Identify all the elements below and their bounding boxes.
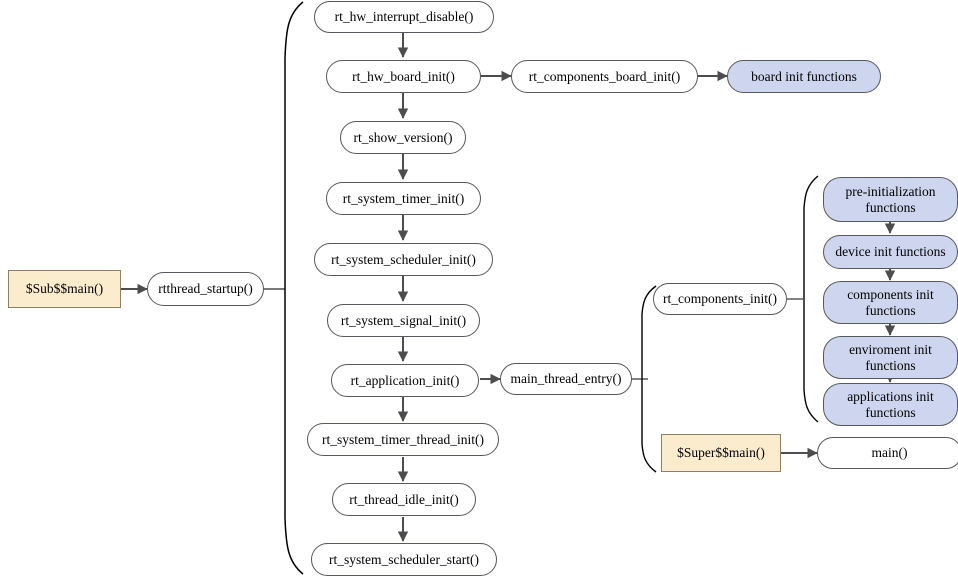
node-device-init-functions[interactable]: device init functions — [823, 235, 958, 269]
node-applications-init-functions[interactable]: applications init functions — [823, 383, 958, 426]
node-super-main[interactable]: $Super$$main() — [661, 434, 781, 472]
node-rt-hw-board-init[interactable]: rt_hw_board_init() — [326, 60, 481, 93]
node-rt-show-version[interactable]: rt_show_version() — [340, 121, 466, 154]
middle-brace — [641, 285, 657, 473]
node-rt-components-board-init[interactable]: rt_components_board_init() — [511, 60, 698, 93]
node-rt-thread-idle-init[interactable]: rt_thread_idle_init() — [332, 483, 476, 516]
node-board-init-functions[interactable]: board init functions — [727, 60, 881, 93]
node-rt-system-scheduler-start[interactable]: rt_system_scheduler_start() — [311, 543, 497, 576]
node-components-init-functions[interactable]: components init functions — [823, 281, 958, 324]
node-main[interactable]: main() — [817, 437, 958, 469]
node-enviroment-init-functions[interactable]: enviroment init functions — [823, 336, 958, 379]
node-rt-application-init[interactable]: rt_application_init() — [331, 364, 479, 397]
node-rtthread-startup[interactable]: rtthread_startup() — [147, 272, 264, 306]
node-rt-hw-interrupt-disable[interactable]: rt_hw_interrupt_disable() — [314, 1, 494, 33]
node-main-thread-entry[interactable]: main_thread_entry() — [500, 363, 632, 395]
node-rt-system-timer-thread-init[interactable]: rt_system_timer_thread_init() — [307, 423, 499, 456]
node-pre-initialization-functions[interactable]: pre-initialization functions — [823, 177, 958, 222]
right-brace — [803, 175, 819, 423]
node-rt-system-timer-init[interactable]: rt_system_timer_init() — [326, 182, 481, 215]
main-chain-brace — [284, 1, 304, 575]
node-rt-system-scheduler-init[interactable]: rt_system_scheduler_init() — [314, 243, 493, 276]
node-rt-components-init[interactable]: rt_components_init() — [653, 283, 787, 315]
node-rt-system-signal-init[interactable]: rt_system_signal_init() — [327, 304, 480, 337]
node-sub-main[interactable]: $Sub$$main() — [8, 270, 121, 308]
